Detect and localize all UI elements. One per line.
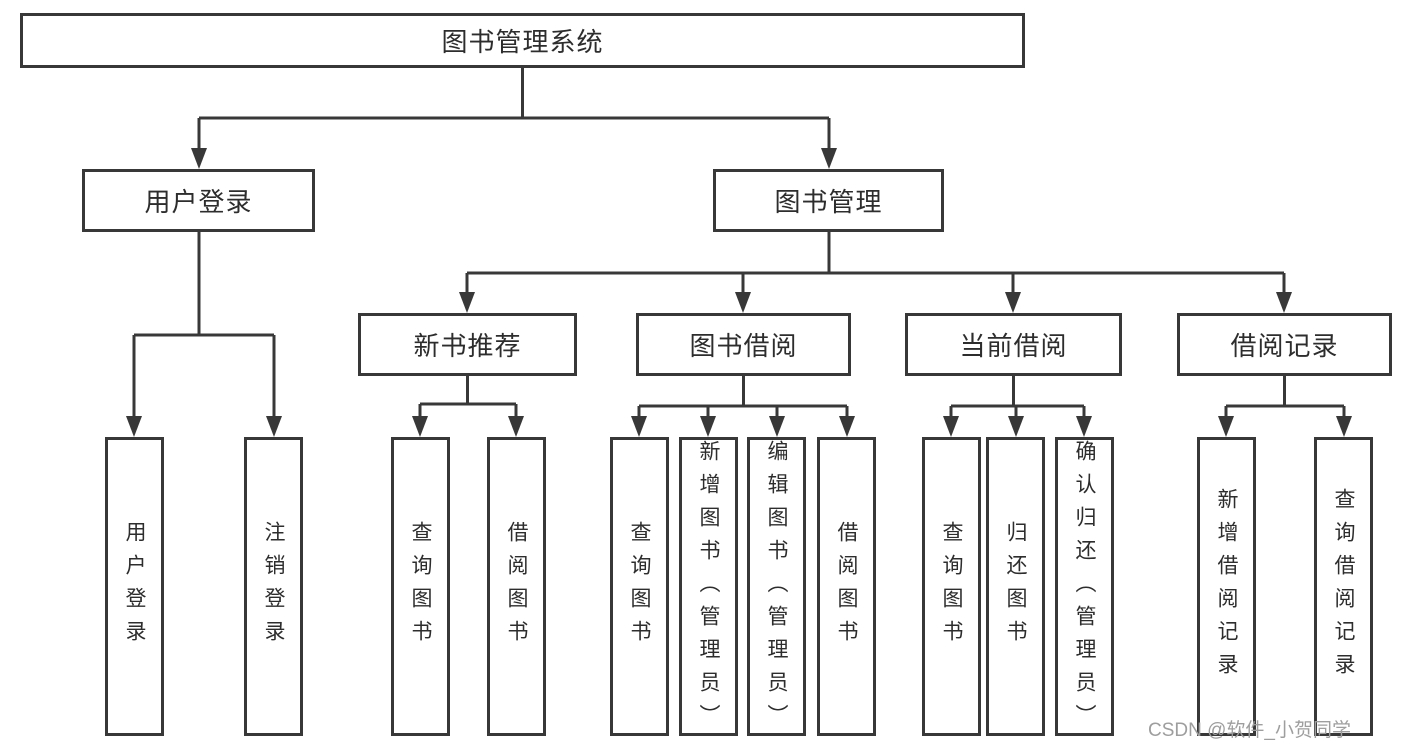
leaf-query-borrow-record-label: 查询借阅记录 — [1332, 487, 1355, 686]
arrowhead-icon — [1008, 416, 1024, 437]
arrowhead-icon — [1276, 292, 1292, 313]
connector-root-to-level2 — [191, 68, 837, 169]
leaf-add-borrow-record-label: 新增借阅记录 — [1215, 487, 1238, 686]
arrowhead-icon — [191, 148, 207, 169]
connector-current-borrow-to-leaves — [943, 376, 1092, 437]
leaf-return-books: 归还图书 — [986, 437, 1045, 736]
arrowhead-icon — [943, 416, 959, 437]
arrowhead-icon — [700, 416, 716, 437]
arrowhead-icon — [1218, 416, 1234, 437]
leaf-edit-books-admin: 编辑图书（管理员） — [747, 437, 806, 737]
arrowhead-icon — [508, 416, 524, 437]
node-root-label: 图书管理系统 — [441, 27, 604, 57]
node-book-borrow: 图书借阅 — [636, 313, 851, 376]
leaf-borrow-books-label: 借阅图书 — [835, 520, 858, 653]
arrowhead-icon — [735, 292, 751, 313]
leaf-query-books-recommend-label: 查询图书 — [409, 520, 432, 653]
leaf-query-books-borrow-label: 查询图书 — [628, 520, 651, 653]
node-current-borrow-label: 当前借阅 — [959, 331, 1068, 361]
csdn-watermark: CSDN @软件_小贺同学 — [1148, 720, 1351, 741]
node-book-management: 图书管理 — [713, 169, 944, 232]
arrowhead-icon — [821, 148, 837, 169]
node-book-management-label: 图书管理 — [774, 187, 883, 217]
arrowhead-icon — [266, 416, 282, 437]
arrowhead-icon — [839, 416, 855, 437]
leaf-return-books-label: 归还图书 — [1004, 520, 1027, 653]
connector-borrow-records-to-leaves — [1218, 376, 1352, 437]
leaf-query-borrow-record: 查询借阅记录 — [1314, 437, 1373, 736]
arrowhead-icon — [1005, 292, 1021, 313]
leaf-borrow-books-recommend: 借阅图书 — [487, 437, 546, 736]
leaf-confirm-return-admin: 确认归还（管理员） — [1055, 437, 1114, 737]
arrowhead-icon — [126, 416, 142, 437]
leaf-add-borrow-record: 新增借阅记录 — [1197, 437, 1256, 736]
arrowhead-icon — [631, 416, 647, 437]
leaf-user-login: 用户登录 — [105, 437, 164, 736]
leaf-query-books-current: 查询图书 — [922, 437, 981, 736]
arrowhead-icon — [1336, 416, 1352, 437]
arrowhead-icon — [412, 416, 428, 437]
arrowhead-icon — [459, 292, 475, 313]
leaf-borrow-books-recommend-label: 借阅图书 — [505, 520, 528, 653]
node-borrow-records-label: 借阅记录 — [1230, 331, 1339, 361]
node-current-borrow: 当前借阅 — [905, 313, 1122, 376]
leaf-logout: 注销登录 — [244, 437, 303, 736]
leaf-query-books-current-label: 查询图书 — [940, 520, 963, 653]
arrowhead-icon — [1076, 416, 1092, 437]
arrowhead-icon — [769, 416, 785, 437]
leaf-add-books-admin-label: 新增图书（管理员） — [697, 440, 720, 737]
node-borrow-records: 借阅记录 — [1177, 313, 1392, 376]
connector-book-borrow-to-leaves — [631, 376, 855, 437]
node-book-borrow-label: 图书借阅 — [689, 331, 798, 361]
connector-new-book-recommend-to-leaves — [412, 376, 524, 437]
leaf-borrow-books: 借阅图书 — [817, 437, 876, 736]
node-user-login: 用户登录 — [82, 169, 315, 232]
leaf-edit-books-admin-label: 编辑图书（管理员） — [765, 440, 788, 737]
connector-book-management-to-level3 — [459, 232, 1292, 313]
leaf-confirm-return-admin-label: 确认归还（管理员） — [1073, 440, 1096, 737]
leaf-query-books-recommend: 查询图书 — [391, 437, 450, 736]
connector-user-login-to-leaves — [126, 232, 282, 437]
node-user-login-label: 用户登录 — [144, 187, 253, 217]
leaf-user-login-label: 用户登录 — [123, 520, 146, 653]
leaf-logout-label: 注销登录 — [262, 520, 285, 653]
node-root: 图书管理系统 — [20, 13, 1025, 68]
leaf-add-books-admin: 新增图书（管理员） — [679, 437, 738, 737]
leaf-query-books-borrow: 查询图书 — [610, 437, 669, 736]
node-new-book-recommend-label: 新书推荐 — [413, 331, 522, 361]
node-new-book-recommend: 新书推荐 — [358, 313, 577, 376]
